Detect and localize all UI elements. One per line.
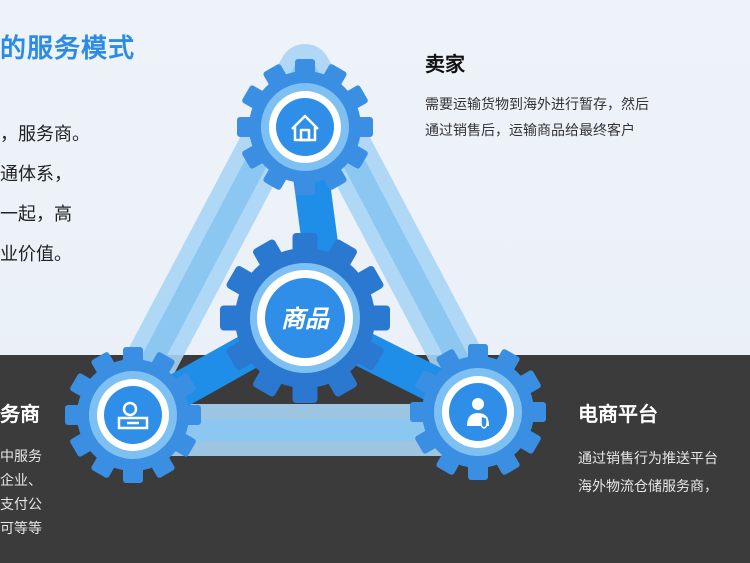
page-title: 的服务模式 — [0, 34, 136, 64]
gear-bottom-right — [410, 344, 546, 480]
provider-desc-line-2: 企业、 — [0, 473, 42, 489]
house-icon — [291, 114, 319, 142]
provider-desc-line-3: 支付公 — [0, 497, 42, 513]
left-text-line-1: ，服务商。 — [0, 124, 90, 145]
platform-title: 电商平台 — [578, 402, 658, 426]
provider-title: 务商 — [0, 402, 40, 426]
seller-title: 卖家 — [425, 52, 465, 76]
gear-top — [237, 59, 373, 195]
left-text-line-2: 通体系， — [0, 164, 72, 185]
provider-desc-line-1: 中服务 — [0, 449, 42, 465]
storefront-icon — [117, 401, 149, 430]
left-text-line-3: 一起，高 — [0, 204, 72, 225]
gear-center: 商品 — [220, 233, 390, 403]
gear-bottom-left — [65, 347, 201, 483]
platform-desc-line-1: 通过销售行为推送平台 — [578, 451, 718, 467]
center-label: 商品 — [281, 305, 330, 333]
seller-desc-line-1: 需要运输货物到海外进行暂存，然后 — [425, 97, 649, 113]
seller-desc-line-2: 通过销售后，运输商品给最终客户 — [425, 123, 635, 139]
provider-desc-line-4: 可等等 — [0, 521, 42, 537]
person-with-shield-icon — [467, 398, 489, 429]
inner-triangle — [104, 59, 506, 441]
left-text-line-4: 业价值。 — [0, 244, 72, 265]
platform-desc-line-2: 海外物流仓储服务商， — [578, 479, 718, 495]
